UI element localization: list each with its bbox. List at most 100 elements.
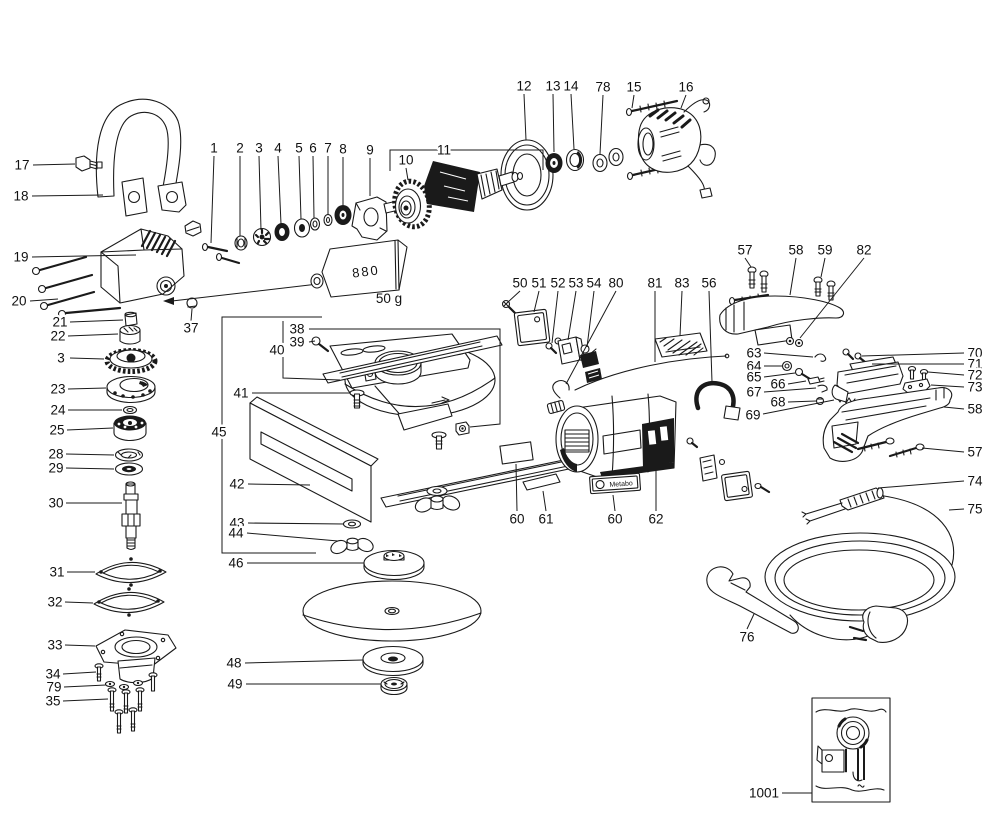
callout-46: 46 — [228, 556, 243, 571]
callout-7: 7 — [324, 141, 332, 156]
leader-line-72 — [927, 371, 965, 376]
leader-line-11 — [389, 149, 544, 171]
callout-58: 58 — [967, 402, 982, 417]
sticker-61 — [522, 473, 561, 491]
bearing-25 — [113, 415, 147, 442]
leader-line-73 — [930, 384, 965, 388]
leader-line-12 — [523, 93, 527, 141]
callout-35: 35 — [45, 694, 60, 709]
leader-line-18 — [31, 194, 104, 197]
leader-line-83 — [679, 290, 683, 337]
diagram-switch — [816, 745, 845, 773]
leader-line-65 — [763, 372, 796, 378]
callout-45: 45 — [211, 425, 226, 440]
grease-tube-label: 880 — [351, 262, 380, 280]
callout-69: 69 — [745, 408, 760, 423]
leader-line-20 — [29, 298, 59, 302]
wing-nut-44 — [330, 537, 374, 555]
leader-line-45 — [221, 316, 322, 554]
stator-field — [625, 97, 716, 199]
leader-line-68 — [787, 400, 817, 403]
callout-48: 48 — [226, 656, 241, 671]
callout-61: 61 — [538, 512, 553, 527]
cable-grommet-80 — [546, 380, 570, 415]
callout-40: 40 — [269, 343, 284, 358]
callout-83: 83 — [674, 276, 689, 291]
leader-line-70 — [861, 352, 965, 357]
screws-59 — [813, 276, 836, 301]
leader-line-35 — [62, 698, 109, 702]
clip-63 — [814, 353, 827, 362]
callout-80: 80 — [608, 276, 623, 291]
callout-12: 12 — [516, 79, 531, 94]
bearing-flange-parts — [93, 557, 177, 734]
leader-line — [282, 357, 341, 381]
callout-28: 28 — [48, 447, 63, 462]
leader-line-6 — [312, 155, 315, 219]
strain-relief-74 — [801, 487, 885, 525]
callout-78: 78 — [595, 80, 610, 95]
callout-17: 17 — [14, 158, 29, 173]
callout-39: 39 — [289, 335, 304, 350]
leader-line-58 — [943, 406, 965, 410]
leader-line-3 — [69, 357, 105, 360]
callout-1001: 1001 — [749, 786, 779, 801]
cover-plate-51 — [513, 308, 551, 347]
screw-34 — [94, 663, 104, 682]
wing-nut-upper — [414, 485, 461, 513]
leader-line-19 — [31, 254, 137, 258]
callout-75: 75 — [967, 502, 982, 517]
leader-line-66 — [787, 380, 807, 385]
spindle-stack — [104, 311, 158, 551]
callout-74: 74 — [967, 474, 983, 489]
armature-rotor — [383, 161, 524, 230]
washers-79 — [104, 679, 144, 691]
carbon-brush-54 — [580, 344, 602, 383]
callout-41: 41 — [233, 386, 248, 401]
leader-line-74 — [877, 480, 965, 489]
ring-6 — [309, 217, 321, 231]
callout-44: 44 — [228, 526, 244, 541]
cutting-guide — [249, 335, 589, 555]
brush-door-hardware — [686, 437, 771, 502]
power-cord — [764, 487, 956, 643]
callout-57: 57 — [737, 243, 752, 258]
callout-66: 66 — [770, 377, 785, 392]
leader-line-42 — [247, 483, 311, 486]
callout-33: 33 — [47, 638, 62, 653]
callout-68: 68 — [770, 395, 785, 410]
flange-23 — [106, 375, 156, 404]
screws-72 — [907, 365, 929, 383]
support-flange-46 — [363, 549, 425, 581]
disc-stack — [302, 549, 482, 696]
connector-82 — [785, 336, 804, 348]
leader-line-29 — [65, 467, 115, 470]
washer-5 — [293, 218, 311, 238]
leader-line-54 — [586, 290, 595, 348]
callout-81: 81 — [647, 276, 662, 291]
leader-line-37 — [190, 308, 193, 322]
shaft-hardware-row — [201, 196, 388, 265]
callout-50: 50 — [512, 276, 527, 291]
clamp-nut-49 — [380, 676, 408, 696]
leader-line-33 — [64, 644, 96, 647]
leader-line-5 — [298, 155, 302, 220]
leader-line-50 — [507, 290, 521, 303]
leader-line-52 — [551, 290, 559, 344]
callout-13: 13 — [545, 79, 560, 94]
leader-line-4 — [277, 155, 282, 225]
leader-line-63 — [763, 352, 814, 358]
callout-4: 4 — [274, 141, 282, 156]
callout-14: 14 — [563, 79, 579, 94]
leader-line-38 — [309, 328, 501, 428]
leader-line-39 — [308, 340, 316, 343]
callout-54: 54 — [586, 276, 602, 291]
baffle-plate-9 — [351, 196, 388, 241]
callout-42: 42 — [229, 477, 244, 492]
leader-line-23 — [67, 387, 107, 390]
leader-line-48 — [244, 659, 364, 664]
cable-clip-56 — [694, 380, 741, 421]
leader-line-22 — [67, 333, 119, 337]
leader-line-16 — [680, 94, 687, 109]
